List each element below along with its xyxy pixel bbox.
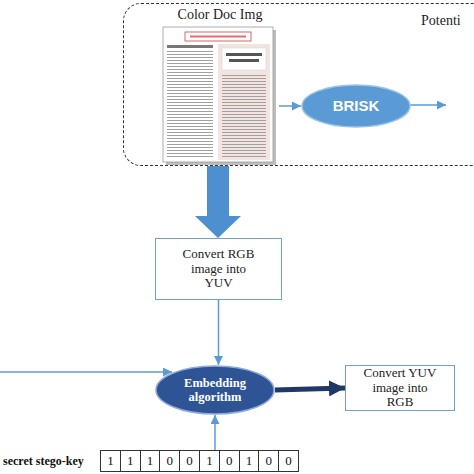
ellipse-label: Embedding algorithm <box>155 376 275 405</box>
bit-cell: 0 <box>278 450 299 472</box>
bit-cell: 1 <box>100 450 121 472</box>
ellipse-label: BRISK <box>301 97 411 114</box>
page-title-band <box>185 32 251 41</box>
bit-value: 1 <box>127 453 134 469</box>
key-label: secret stego-key <box>3 454 84 469</box>
box-label: Convert RGB image into YUV <box>156 247 281 292</box>
bit-value: 0 <box>226 453 233 469</box>
box-label: Convert YUV image into RGB <box>346 366 454 411</box>
bit-cell: 0 <box>179 450 200 472</box>
page-sheet <box>163 27 273 162</box>
bit-cell: 0 <box>219 450 240 472</box>
process-ellipse: Embedding algorithm <box>155 365 275 415</box>
page-column-heading <box>167 45 213 48</box>
bit-value: 0 <box>285 453 292 469</box>
flow-arrow <box>214 415 216 450</box>
page-sidebar-title-line <box>229 59 259 62</box>
bit-cell: 1 <box>120 450 141 472</box>
block-arrow <box>195 166 241 238</box>
bit-cell: 0 <box>159 450 180 472</box>
bit-value: 1 <box>246 453 253 469</box>
bit-cell: 1 <box>239 450 260 472</box>
bit-value: 1 <box>206 453 213 469</box>
bit-value: 0 <box>186 453 193 469</box>
ellipse-shape <box>302 85 410 127</box>
image-caption: Color Doc Img <box>161 7 279 23</box>
output-arrow <box>410 104 446 106</box>
page-title-text <box>190 36 246 38</box>
feature-ellipse: BRISK <box>301 84 411 128</box>
page-column-text <box>167 51 213 159</box>
bit-value: 0 <box>266 453 273 469</box>
region-heading: Potenti <box>421 13 461 29</box>
flow-arrow <box>275 388 345 390</box>
input-arrow <box>0 371 172 373</box>
bit-value: 1 <box>107 453 114 469</box>
dashed-region: Potenti Color Doc ImgBRISK <box>123 3 474 166</box>
bit-value: 1 <box>147 453 154 469</box>
key-group: secret stego-key1110010100 <box>3 450 300 472</box>
process-box: Convert YUV image into RGB <box>345 365 455 411</box>
document-image: Color Doc Img <box>161 6 279 166</box>
page-sidebar <box>218 44 270 160</box>
page-sidebar-text <box>222 74 266 158</box>
flow-arrow <box>218 300 220 365</box>
flow-arrow <box>279 105 301 107</box>
page-sidebar-title <box>222 48 266 70</box>
page-sidebar-title-line <box>226 53 262 56</box>
bit-cell: 1 <box>140 450 161 472</box>
ellipse-shape <box>156 366 274 414</box>
bit-cell: 1 <box>199 450 220 472</box>
bit-cell: 0 <box>258 450 279 472</box>
bit-value: 0 <box>167 453 174 469</box>
process-box: Convert RGB image into YUV <box>155 238 282 300</box>
